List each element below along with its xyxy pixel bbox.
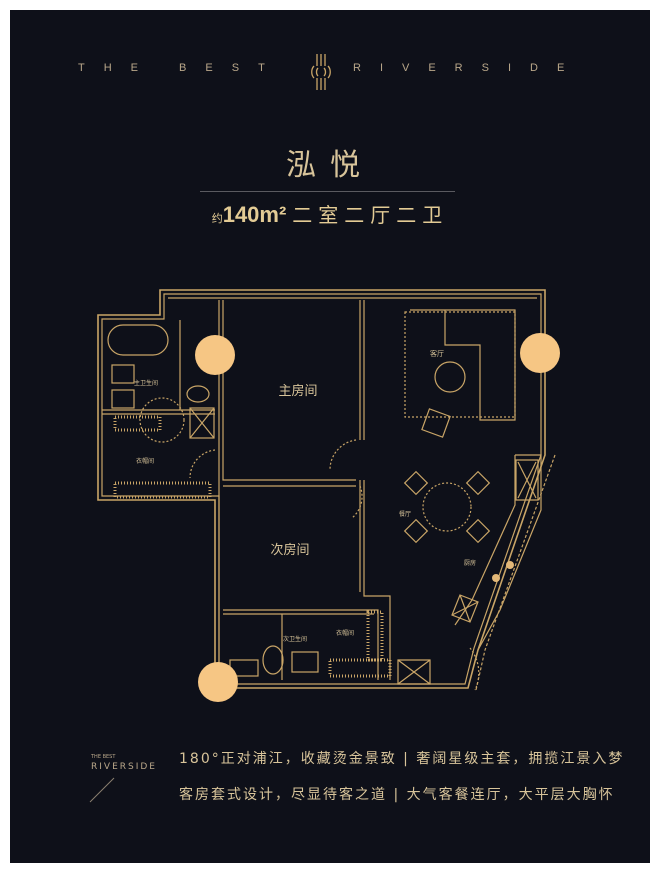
- view-markers: [195, 333, 560, 702]
- tagline-2: 客房套式设计，尽显待客之道 | 大气客餐连厅，大平层大胸怀: [179, 787, 615, 803]
- room-label-master-bedroom: 主房间: [278, 383, 317, 399]
- stove-burners: [492, 561, 514, 582]
- unit-area: 140m²: [222, 202, 287, 227]
- divider: [200, 191, 455, 192]
- footer-logo-small: THE BEST: [91, 754, 116, 760]
- poster-background: [10, 10, 650, 863]
- tagline-1: 180°正对浦江，收藏烫金景致 | 奢阔星级主套，拥揽江景入梦: [179, 751, 625, 767]
- footer-slash-icon: [89, 777, 115, 803]
- room-label-second-bath: 次卫生间: [283, 635, 307, 643]
- subtitle-prefix: 约: [211, 212, 223, 225]
- view-marker-icon: [195, 335, 235, 375]
- page-title: 泓悦: [286, 148, 374, 183]
- room-label-living-room: 客厅: [430, 349, 444, 358]
- brand-text-right: RIVERSIDE: [353, 62, 584, 74]
- view-marker-icon: [520, 333, 560, 373]
- room-label-master-closet: 衣帽间: [136, 457, 154, 465]
- room-label-kitchen: 厨房: [464, 559, 476, 567]
- unit-layout: 二室二厅二卫: [292, 203, 449, 227]
- room-label-master-bath: 主卫生间: [134, 379, 158, 387]
- footer-logo: RIVERSIDE: [91, 762, 157, 772]
- room-label-second-bedroom: 次房间: [270, 542, 309, 558]
- walls: [97, 289, 556, 691]
- brand-logo-icon: [311, 54, 331, 90]
- brand-text-left: THE BEST: [78, 62, 284, 74]
- room-label-second-closet: 衣帽间: [336, 629, 354, 637]
- room-label-dining-room: 餐厅: [399, 510, 411, 518]
- view-marker-icon: [198, 662, 238, 702]
